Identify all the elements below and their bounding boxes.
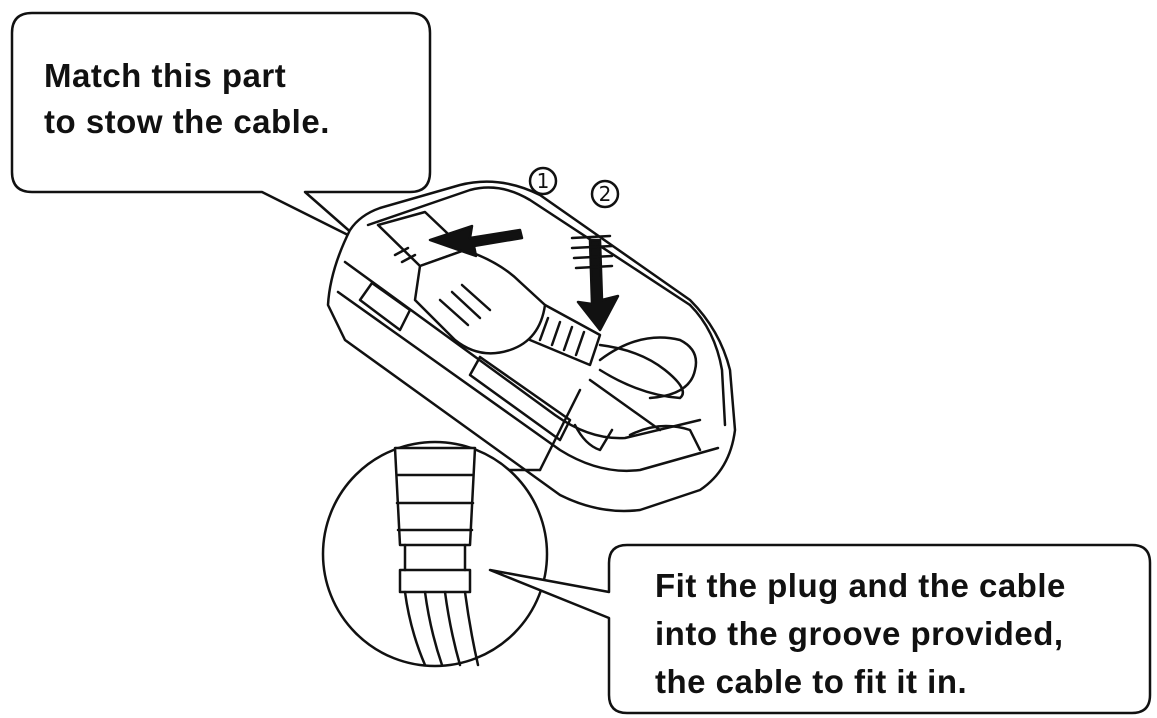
arrow-step-2: [576, 238, 620, 332]
callout-bubble-top-left: [10, 11, 432, 244]
arrow-step-1: [428, 224, 524, 258]
step-2-circle: [590, 179, 620, 209]
callout-text-bottom-right: Fit the plug and the cable into the groo…: [655, 562, 1066, 706]
callout-line: into the groove provided,: [655, 615, 1064, 652]
callout-line: the cable to fit it in.: [655, 663, 968, 700]
step-1-number: 1: [537, 169, 550, 193]
step-1-circle: [528, 166, 558, 196]
magnifier-detail: [321, 388, 582, 668]
callout-bubble-bottom-right: [488, 543, 1152, 715]
callout-text-top-left: Match this part to stow the cable.: [44, 53, 330, 145]
step-2-number: 2: [599, 182, 612, 206]
callout-line: Fit the plug and the cable: [655, 567, 1066, 604]
callout-line: Match this part: [44, 57, 287, 94]
callout-line: to stow the cable.: [44, 103, 330, 140]
